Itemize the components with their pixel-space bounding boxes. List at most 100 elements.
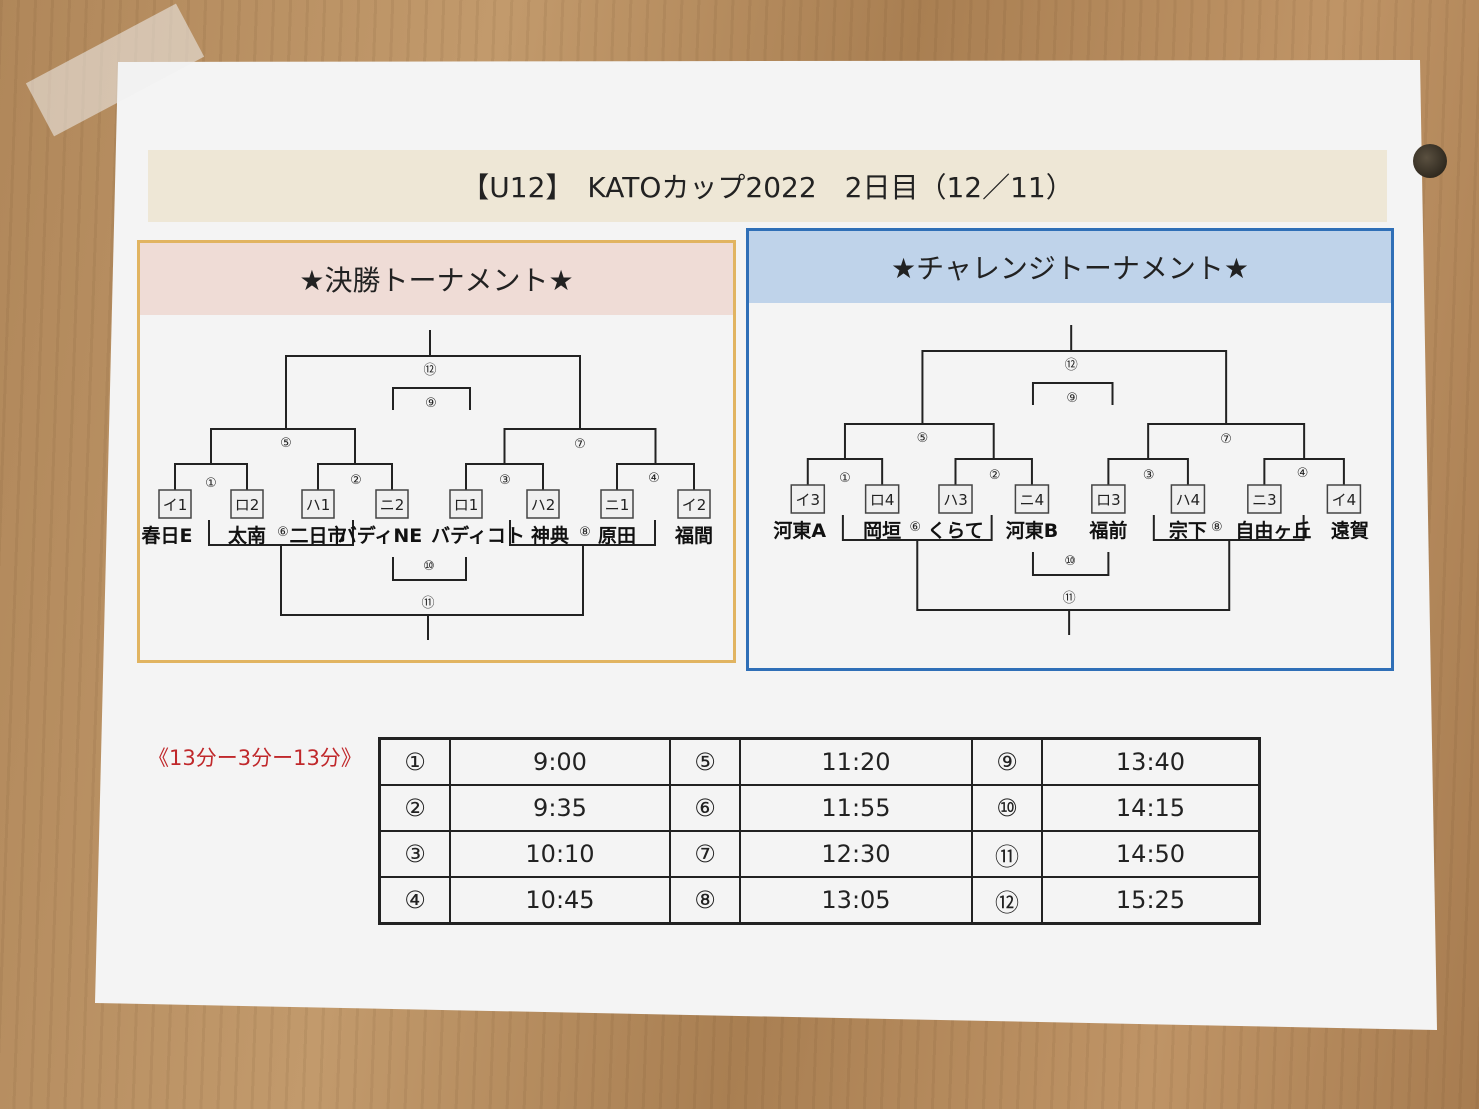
seed-box [678,490,710,518]
match-number: ⑦ [669,830,741,878]
match-label-m4: ④ [1297,466,1309,481]
bracket-line [286,356,580,429]
match-label-m5: ⑤ [917,431,929,446]
challenge-tournament-panel: ★チャレンジトーナメント★ [746,228,1394,671]
seed-label: ハ1 [306,496,331,514]
match-label-m1: ① [205,476,217,491]
match-time: 15:25 [1041,876,1261,925]
team-name: 福間 [674,524,713,547]
seed-label: イ2 [682,496,707,514]
bracket-line [845,424,994,459]
bracket-line [393,388,470,410]
seed-label: ロ1 [454,496,479,514]
seed-box [159,490,191,518]
match-time: 11:20 [739,737,973,786]
seed-label: ニ1 [605,496,630,514]
match-label-m2: ② [350,473,362,488]
seed-box [1327,485,1360,513]
seed-label: ニ3 [1252,491,1277,509]
match-number: ⑥ [669,784,741,832]
team-name: 河東A [773,519,826,542]
seed-label: ハ4 [1176,491,1201,509]
team-name: 宗下 [1169,519,1207,542]
match-number: ⑫ [971,876,1043,925]
match-number: ⑩ [971,784,1043,832]
seed-box [527,490,559,518]
match-time: 10:45 [449,876,671,925]
seed-box [1015,485,1048,513]
match-number: ⑤ [669,737,741,786]
seed-box [302,490,334,518]
seed-box [939,485,972,513]
match-label-m8: ⑧ [579,525,591,540]
bracket-line [922,351,1226,424]
match-label-m8: ⑧ [1211,520,1223,535]
seed-box [1248,485,1281,513]
match-time: 13:40 [1041,737,1261,786]
seed-label: ロ4 [870,491,895,509]
seed-box [1171,485,1204,513]
pushpin [1413,144,1447,178]
team-name: 春日E [142,524,193,547]
page-title: 【U12】 KATOカップ2022 2日目（12／11） [148,150,1387,222]
seed-label: ハ2 [531,496,556,514]
seed-label: ロ2 [235,496,260,514]
match-time: 13:05 [739,876,973,925]
seed-box [1092,485,1125,513]
seed-box [866,485,899,513]
bracket-line [1033,383,1113,405]
match-label-m11: ⑪ [1063,591,1076,606]
seed-box [450,490,482,518]
match-label-m7: ⑦ [574,437,586,452]
team-name: 神典 [531,524,569,547]
match-label-m4: ④ [648,471,660,486]
match-number: ⑧ [669,876,741,925]
bracket-line [393,557,466,580]
match-time: 14:15 [1041,784,1261,832]
team-name: 原田 [598,525,636,547]
match-label-m6: ⑥ [277,525,289,540]
team-name: 福前 [1088,519,1127,542]
seed-box [601,490,633,518]
seed-label: ロ3 [1096,491,1121,509]
seed-label: イ3 [796,491,821,509]
final-tournament-panel: ★決勝トーナメント★ [137,240,736,663]
match-label-m9: ⑨ [425,396,437,411]
match-label-m3: ③ [1143,468,1155,483]
match-label-m1: ① [839,471,851,486]
team-name: 遠賀 [1331,520,1369,542]
team-name: くらて [927,520,983,542]
match-label-m7: ⑦ [1220,432,1232,447]
match-time: 10:10 [449,830,671,878]
match-time: 9:35 [449,784,671,832]
match-number: ⑨ [971,737,1043,786]
match-time: 14:50 [1041,830,1261,878]
seed-label: ニ4 [1020,491,1045,509]
seed-box [791,485,824,513]
match-time: 9:00 [449,737,671,786]
match-label-m6: ⑥ [909,520,921,535]
bracket-line [917,540,1229,610]
match-number: ⑪ [971,830,1043,878]
match-label-m9: ⑨ [1066,391,1078,406]
match-label-m12: ⑫ [423,363,436,378]
match-time: 12:30 [739,830,973,878]
match-number: ④ [378,876,451,925]
match-number: ② [378,784,451,832]
team-name: 太南 [228,524,266,547]
match-number: ① [378,737,451,786]
seed-box [376,490,408,518]
match-label-m10: ⑩ [1064,554,1076,569]
match-label-m12: ⑫ [1065,358,1078,373]
match-label-m11: ⑪ [421,596,434,611]
match-label-m10: ⑩ [423,559,435,574]
team-name: 岡垣 [863,520,901,542]
seed-label: ハ3 [943,491,968,509]
